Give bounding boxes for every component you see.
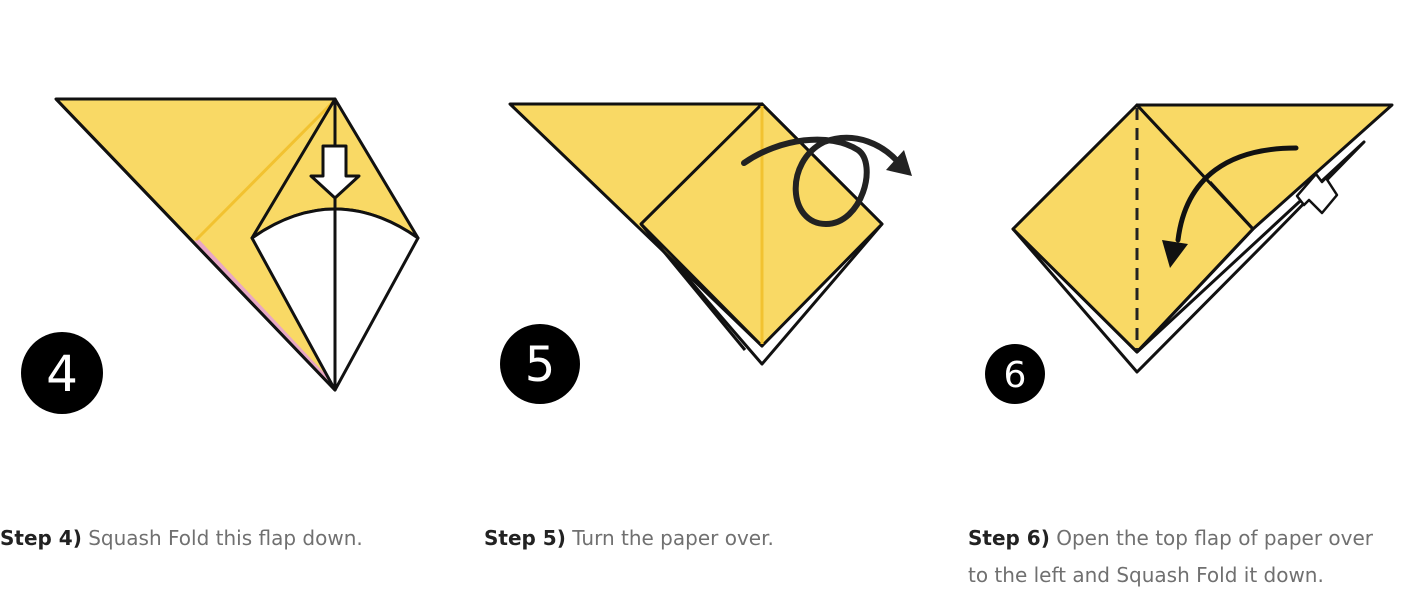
turn-over-arrow-icon [741, 134, 912, 228]
instruction-diagrams: 4 5 [21, 97, 1394, 414]
step-4-badge: 4 [21, 332, 103, 414]
step-4-label: Step 4) [0, 526, 82, 550]
step-5-text: Turn the paper over. [572, 526, 774, 550]
step-5-illustration: 5 [500, 102, 912, 404]
step-4-illustration: 4 [21, 97, 420, 414]
step-5-label: Step 5) [484, 526, 566, 550]
squash-push-arrow-icon [1295, 172, 1339, 215]
step-6-illustration: 6 [985, 103, 1394, 404]
step-6-caption: Step 6) Open the top flap of paper over … [968, 520, 1398, 594]
step-6-text: Open the top flap of paper over to the l… [968, 526, 1373, 587]
step-4-number: 4 [46, 345, 78, 403]
push-down-arrow-icon [309, 144, 361, 200]
step-4-text: Squash Fold this flap down. [88, 526, 363, 550]
open-flap-arrow-icon [1162, 145, 1299, 268]
step-4-caption: Step 4) Squash Fold this flap down. [0, 520, 420, 557]
step-6-label: Step 6) [968, 526, 1050, 550]
step-5-caption: Step 5) Turn the paper over. [484, 520, 904, 557]
step-5-number: 5 [525, 337, 556, 393]
step-6-number: 6 [1004, 355, 1027, 396]
step-5-badge: 5 [500, 324, 580, 404]
step-6-badge: 6 [985, 344, 1045, 404]
